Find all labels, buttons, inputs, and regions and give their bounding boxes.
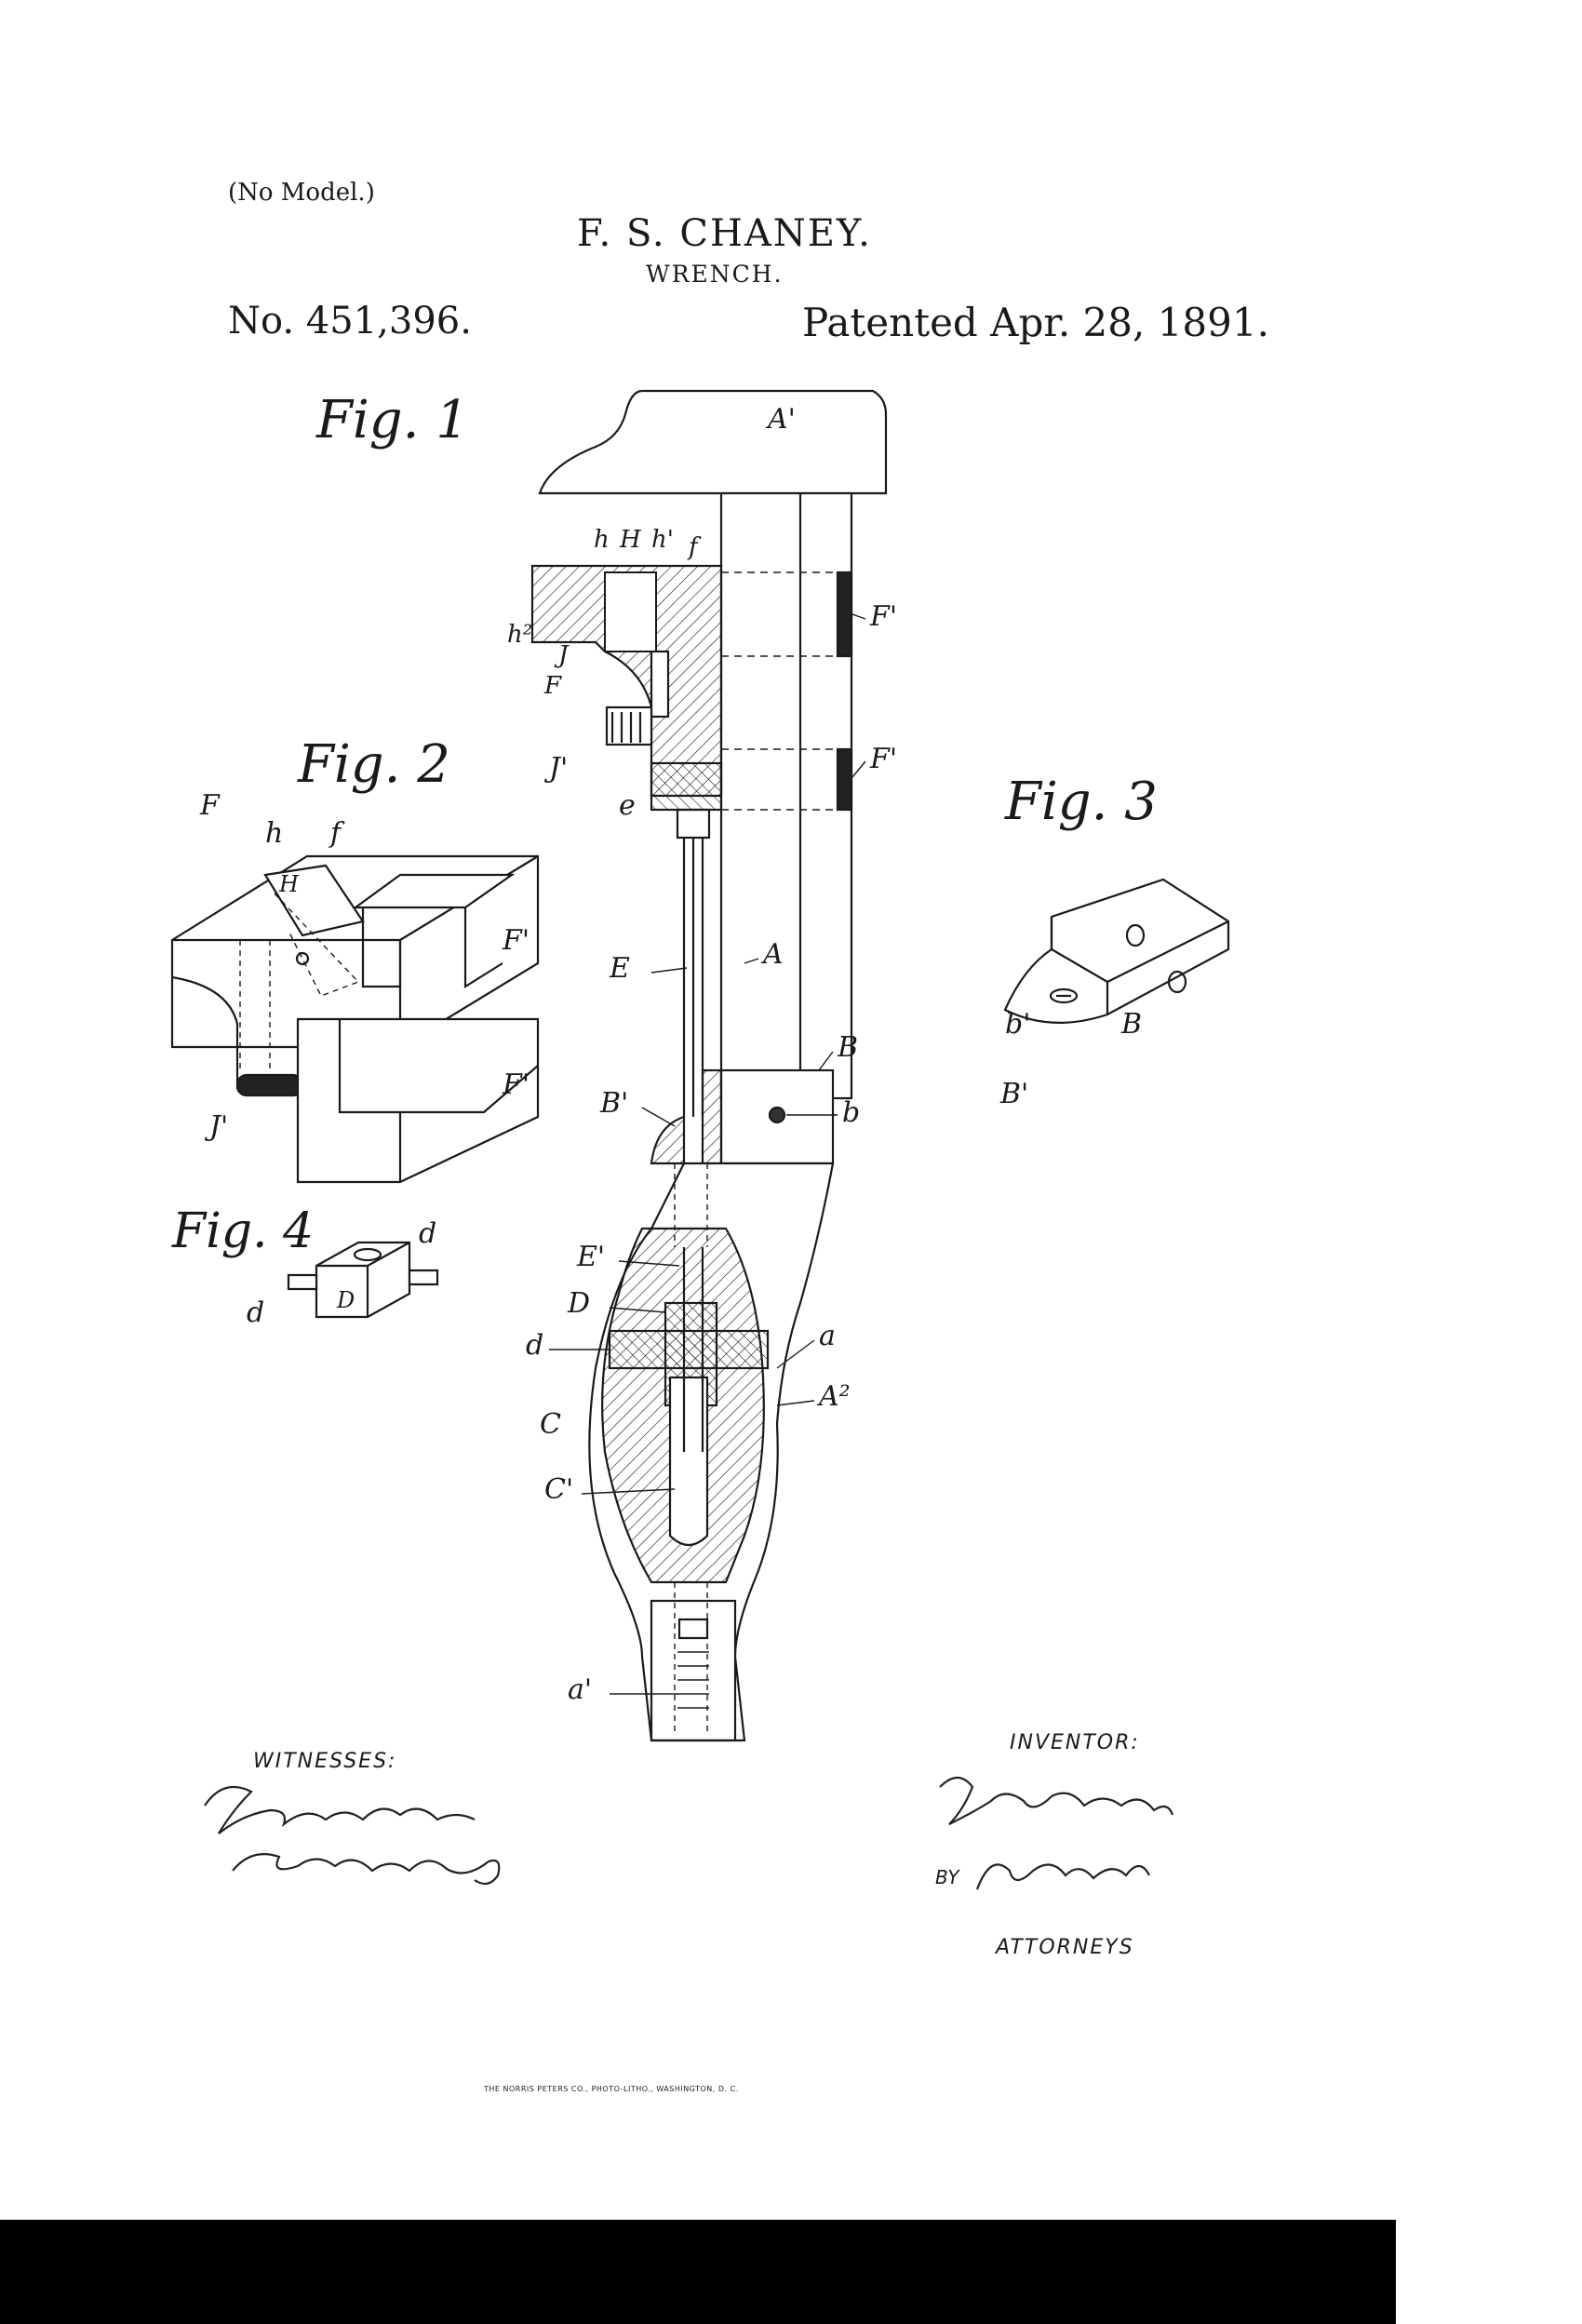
label-D: D [567, 1287, 590, 1320]
fig1-label: Fig. 1 [315, 390, 469, 450]
fig2-label-H: H [278, 871, 300, 897]
fig2-label-J-prime: J' [204, 1110, 228, 1143]
patent-title: WRENCH. [646, 261, 784, 288]
by-label: BY [935, 1866, 959, 1888]
label-B-prime: B' [599, 1087, 628, 1120]
fig3-label: Fig. 3 [1004, 772, 1158, 832]
fig2-label-F-prime-1: F' [502, 924, 530, 957]
no-model-note: (No Model.) [228, 179, 375, 207]
label-C-prime: C' [544, 1473, 573, 1506]
fig4-label: Fig. 4 [171, 1203, 314, 1259]
inventor-signature [939, 1776, 1174, 1890]
label-A2: A² [816, 1380, 851, 1413]
label-a: a [819, 1320, 836, 1352]
fig3-label-B: B [1120, 1008, 1142, 1041]
fig3-label-B-prime: B' [999, 1078, 1028, 1110]
label-d: d [526, 1329, 543, 1362]
inventor-name: F. S. CHANEY. [577, 212, 872, 255]
witnesses-label: WITNESSES: [253, 1750, 397, 1773]
label-F-prime-2: F' [869, 743, 897, 775]
label-F: F [543, 672, 562, 700]
scan-bottom-border [0, 2220, 1396, 2324]
label-C: C [540, 1408, 561, 1441]
fig4-label-d-2: d [247, 1296, 264, 1329]
patent-number: No. 451,396. [228, 300, 472, 343]
inventor-label: INVENTOR: [1010, 1731, 1140, 1754]
fig2-label-h: h [265, 817, 283, 850]
label-h-prime: h' [651, 526, 674, 554]
fig4-crosspiece-detail [287, 1241, 439, 1319]
fig3-label-b-prime: b' [1005, 1008, 1030, 1041]
label-a-prime: a' [568, 1673, 592, 1706]
patent-date: Patented Apr. 28, 1891. [802, 300, 1269, 345]
label-A: A [760, 938, 784, 971]
label-B: B [837, 1031, 858, 1064]
label-J: J [554, 641, 570, 669]
fig3-ferrule-detail [1003, 878, 1230, 1024]
witness-signatures [204, 1785, 501, 1886]
label-h2: h² [507, 621, 532, 649]
label-E: E [609, 952, 630, 985]
fig4-label-D: D [336, 1287, 355, 1313]
printer-imprint: THE NORRIS PETERS CO., PHOTO-LITHO., WAS… [484, 2085, 739, 2093]
fig4-label-d-1: d [419, 1217, 436, 1250]
label-F-prime-1: F' [869, 600, 897, 633]
label-J-prime: J' [543, 752, 568, 785]
label-f: f [687, 533, 702, 561]
label-b: b [842, 1096, 860, 1129]
fig1-wrench [530, 389, 888, 1742]
fig2-label-F-prime-2: F' [502, 1068, 530, 1101]
fig2-label-F: F [199, 789, 221, 822]
fig2-jaw-detail [170, 854, 540, 1184]
label-E-prime: E' [576, 1241, 605, 1273]
label-H: H [619, 526, 642, 554]
attorneys-label: ATTORNEYS [996, 1936, 1134, 1959]
label-e: e [619, 789, 636, 822]
fig2-label: Fig. 2 [297, 734, 450, 795]
label-h: h [594, 526, 610, 554]
fig2-label-f: f [328, 817, 345, 850]
label-A-prime: A' [765, 403, 796, 436]
